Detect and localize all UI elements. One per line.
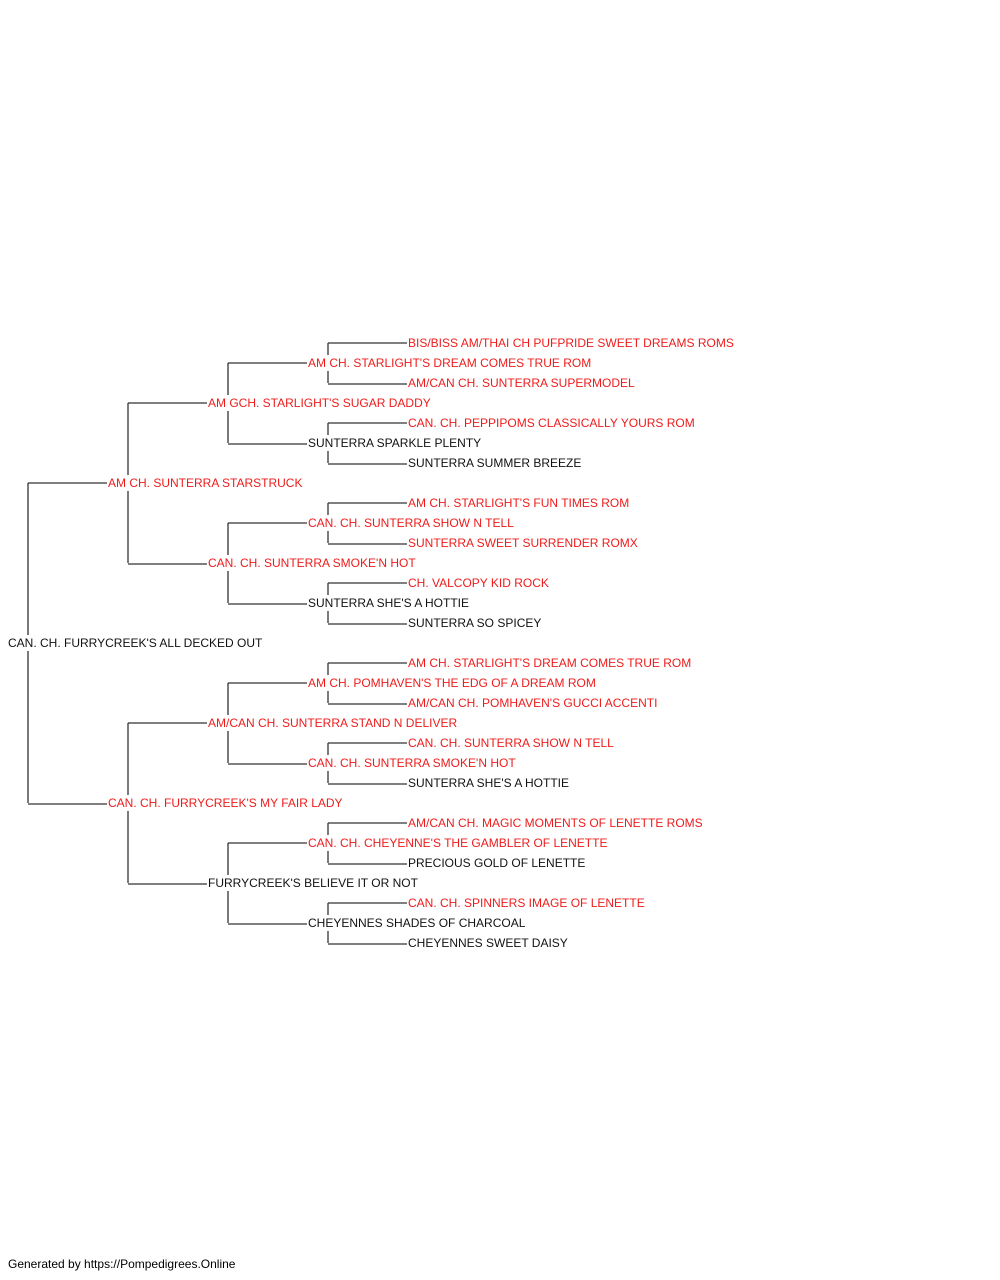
label-backdrop	[407, 735, 616, 751]
label-backdrop	[407, 495, 631, 511]
dog-name: BIS/BISS AM/THAI CH PUFPRIDE SWEET DREAM…	[408, 336, 734, 350]
label-backdrop	[107, 795, 344, 811]
dog-name: SUNTERRA SPARKLE PLENTY	[308, 436, 481, 450]
dog-name: AM/CAN CH. POMHAVEN'S GUCCI ACCENTI	[408, 696, 657, 710]
label-backdrop	[307, 755, 518, 771]
footer-credit: Generated by https://Pompedigrees.Online	[8, 1257, 236, 1271]
dog-name: AM CH. POMHAVEN'S THE EDG OF A DREAM ROM	[308, 676, 596, 690]
dog-name: SUNTERRA SHE'S A HOTTIE	[408, 776, 569, 790]
dog-name: PRECIOUS GOLD OF LENETTE	[408, 856, 585, 870]
label-backdrop	[407, 815, 704, 831]
label-backdrop	[307, 355, 593, 371]
label-backdrop	[7, 635, 265, 651]
label-backdrop	[307, 915, 527, 931]
dog-name: CAN. CH. CHEYENNE'S THE GAMBLER OF LENET…	[308, 836, 607, 850]
dog-name: CAN. CH. SUNTERRA SMOKE'N HOT	[208, 556, 416, 570]
label-backdrop	[407, 935, 569, 951]
dog-name: AM/CAN CH. MAGIC MOMENTS OF LENETTE ROMS	[408, 816, 703, 830]
label-backdrop	[407, 775, 570, 791]
dog-name: CAN. CH. SUNTERRA SMOKE'N HOT	[308, 756, 516, 770]
label-backdrop	[407, 455, 583, 471]
dog-name: SUNTERRA SHE'S A HOTTIE	[308, 596, 469, 610]
label-backdrop	[407, 615, 543, 631]
dog-name: AM CH. STARLIGHT'S DREAM COMES TRUE ROM	[408, 656, 691, 670]
dog-name: AM GCH. STARLIGHT'S SUGAR DADDY	[208, 396, 431, 410]
dog-name: SUNTERRA SWEET SURRENDER ROMX	[408, 536, 638, 550]
label-backdrop	[407, 575, 550, 591]
dog-name: CAN. CH. FURRYCREEK'S MY FAIR LADY	[108, 796, 343, 810]
dog-name: SUNTERRA SUMMER BREEZE	[408, 456, 581, 470]
dog-name: AM/CAN CH. SUNTERRA SUPERMODEL	[408, 376, 635, 390]
dog-name: CAN. CH. SUNTERRA SHOW N TELL	[408, 736, 614, 750]
dog-name: SUNTERRA SO SPICEY	[408, 616, 541, 630]
label-backdrop	[407, 695, 659, 711]
label-backdrop	[207, 715, 459, 731]
label-backdrop	[407, 375, 637, 391]
label-backdrop	[307, 515, 516, 531]
label-backdrop	[407, 535, 639, 551]
label-backdrop	[307, 675, 597, 691]
dog-name: AM CH. SUNTERRA STARSTRUCK	[108, 476, 302, 490]
label-backdrop	[407, 415, 696, 431]
label-backdrop	[307, 435, 483, 451]
dog-name: CHEYENNES SWEET DAISY	[408, 936, 568, 950]
dog-name: FURRYCREEK'S BELIEVE IT OR NOT	[208, 876, 419, 890]
label-backdrop	[407, 335, 735, 351]
dog-name: CAN. CH. PEPPIPOMS CLASSICALLY YOURS ROM	[408, 416, 695, 430]
dog-name: CH. VALCOPY KID ROCK	[408, 576, 549, 590]
label-backdrop	[107, 475, 304, 491]
label-backdrop	[407, 895, 646, 911]
dog-name: CAN. CH. SUNTERRA SHOW N TELL	[308, 516, 514, 530]
label-backdrop	[407, 655, 693, 671]
label-backdrop	[307, 835, 609, 851]
label-backdrop	[207, 395, 432, 411]
dog-name: AM CH. STARLIGHT'S DREAM COMES TRUE ROM	[308, 356, 591, 370]
label-backdrop	[307, 595, 470, 611]
dog-name: AM/CAN CH. SUNTERRA STAND N DELIVER	[208, 716, 457, 730]
dog-name: CHEYENNES SHADES OF CHARCOAL	[308, 916, 526, 930]
label-backdrop	[207, 555, 418, 571]
dog-name: CAN. CH. FURRYCREEK'S ALL DECKED OUT	[8, 636, 263, 650]
label-backdrop	[407, 855, 587, 871]
label-backdrop	[207, 875, 420, 891]
dog-name: CAN. CH. SPINNERS IMAGE OF LENETTE	[408, 896, 645, 910]
dog-name: AM CH. STARLIGHT'S FUN TIMES ROM	[408, 496, 629, 510]
